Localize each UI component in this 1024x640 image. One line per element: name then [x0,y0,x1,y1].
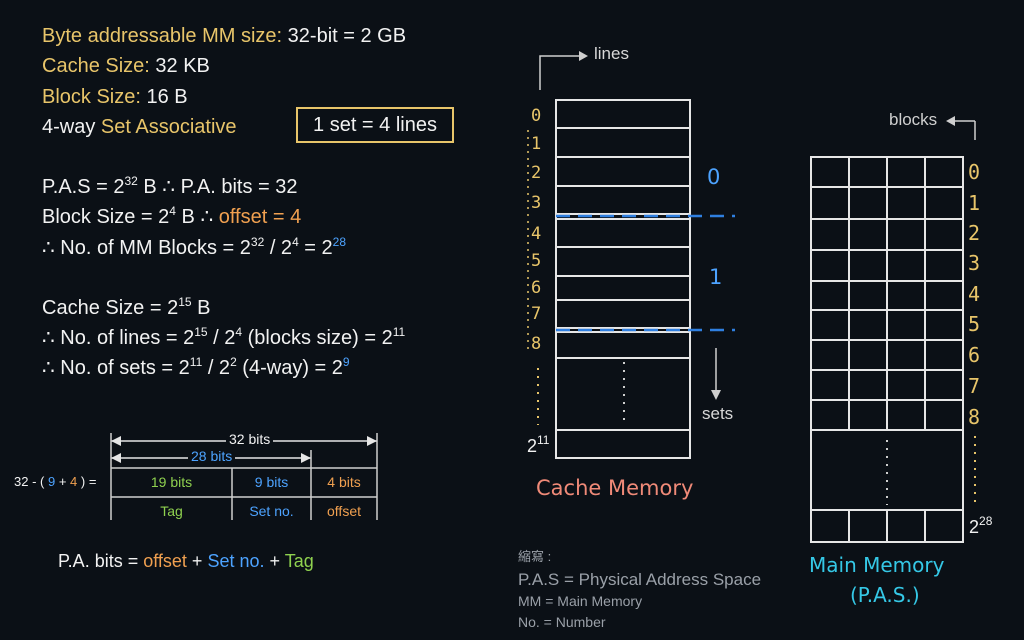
offset-bits: 4 bits [327,474,361,490]
mm-index-2: 2 [968,221,981,245]
set-size-box: 1 set = 4 lines [296,107,454,143]
cache-index-8: 8 [531,334,542,354]
cache-index-5: 5 [531,251,542,271]
cache-block [555,99,691,459]
set-field-name: Set no. [249,503,294,519]
mm-size-label: Byte addressable MM size: [42,25,283,47]
mm-index-7: 7 [968,374,981,398]
lines-label: lines [594,44,629,63]
total-bits-label: 32 bits [226,431,274,447]
mm-index-4: 4 [968,282,981,306]
cache-size-label: Cache Size: [42,55,150,77]
mm-index-8: 8 [968,405,981,429]
cache-index-3: 3 [531,193,542,213]
block-size-value: 16 B [146,86,188,108]
cache-size-line: Cache Size: 32 KB [42,54,210,78]
main-memory-grid [810,156,964,543]
associativity-line: 4-way Set Associative [42,115,237,139]
set-label-0: 0 [707,165,721,189]
mm-index-0: 0 [968,160,981,184]
note-pas: P.A.S = Physical Address Space [518,570,762,589]
cache-index-6: 6 [531,278,542,298]
mm-size-line: Byte addressable MM size: 32-bit = 2 GB [42,24,406,48]
offset-field-name: offset [327,503,361,519]
mm-last-index: 228 [969,514,993,537]
offset-term: offset [218,206,268,228]
set-bits: 9 bits [254,474,289,490]
mm-index-6: 6 [968,343,981,367]
cache-size-calc-line: Cache Size = 215 B [42,295,211,319]
cache-last-index: 211 [527,433,550,456]
upper-bits-label: 28 bits [188,448,236,464]
associativity-ways: 4-way [42,116,96,138]
mm-blocks-line: ∴ No. of MM Blocks = 232 / 24 = 228 [42,235,347,259]
notes-heading: 縮寫 : [518,549,552,564]
mm-index-5: 5 [968,312,981,336]
cache-index-0: 0 [531,106,542,126]
cache-index-7: 7 [531,304,542,324]
block-size-line: Block Size: 16 B [42,85,188,109]
mm-index-1: 1 [968,191,981,215]
cache-index-4: 4 [531,224,542,244]
tag-bits: 19 bits [150,474,193,490]
main-memory-subtitle: (P.A.S.) [850,583,920,607]
cache-memory-title: Cache Memory [536,476,694,500]
tag-field-name: Tag [160,503,183,519]
lines-arrow [539,55,586,90]
mm-size-value: 32-bit = 2 GB [287,25,407,47]
num-sets-line: ∴ No. of sets = 211 / 22 (4-way) = 29 [42,355,350,379]
num-lines-line: ∴ No. of lines = 215 / 24 (blocks size) … [42,325,406,349]
cache-size-value: 32 KB [155,55,210,77]
block-size-label: Block Size: [42,86,141,108]
block-size-calc-line: Block Size = 24 B ∴ offset = 4 [42,204,302,228]
set-label-1: 1 [709,265,723,289]
pas-line: P.A.S = 232 B ∴ P.A. bits = 32 [42,174,298,198]
note-no: No. = Number [518,614,606,630]
mm-index-3: 3 [968,251,981,275]
blocks-label: blocks [889,110,938,129]
sets-label: sets [702,404,734,423]
associativity-label: Set Associative [100,116,237,138]
pa-bits-formula: P.A. bits = offset + Set no. + Tag [58,551,314,571]
field-formula: 32 - ( 9 + 4 ) = [14,474,97,489]
cache-index-2: 2 [531,163,542,183]
cache-index-1: 1 [531,134,542,154]
main-memory-title: Main Memory [809,553,945,577]
note-mm: MM = Main Memory [518,593,643,609]
